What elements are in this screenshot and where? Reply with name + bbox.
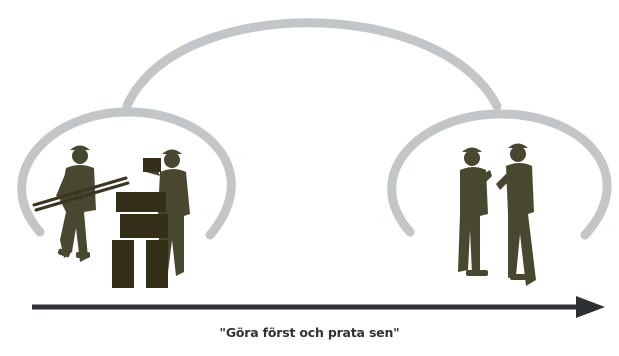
crate-stack-icon <box>112 192 168 288</box>
worker-listening-icon <box>496 144 536 287</box>
right-loop <box>392 114 607 235</box>
connecting-arc <box>127 23 497 106</box>
timeline-arrow <box>32 296 605 318</box>
worker-talking-icon <box>458 148 492 277</box>
diagram-caption: "Göra först och prata sen" <box>0 325 619 340</box>
